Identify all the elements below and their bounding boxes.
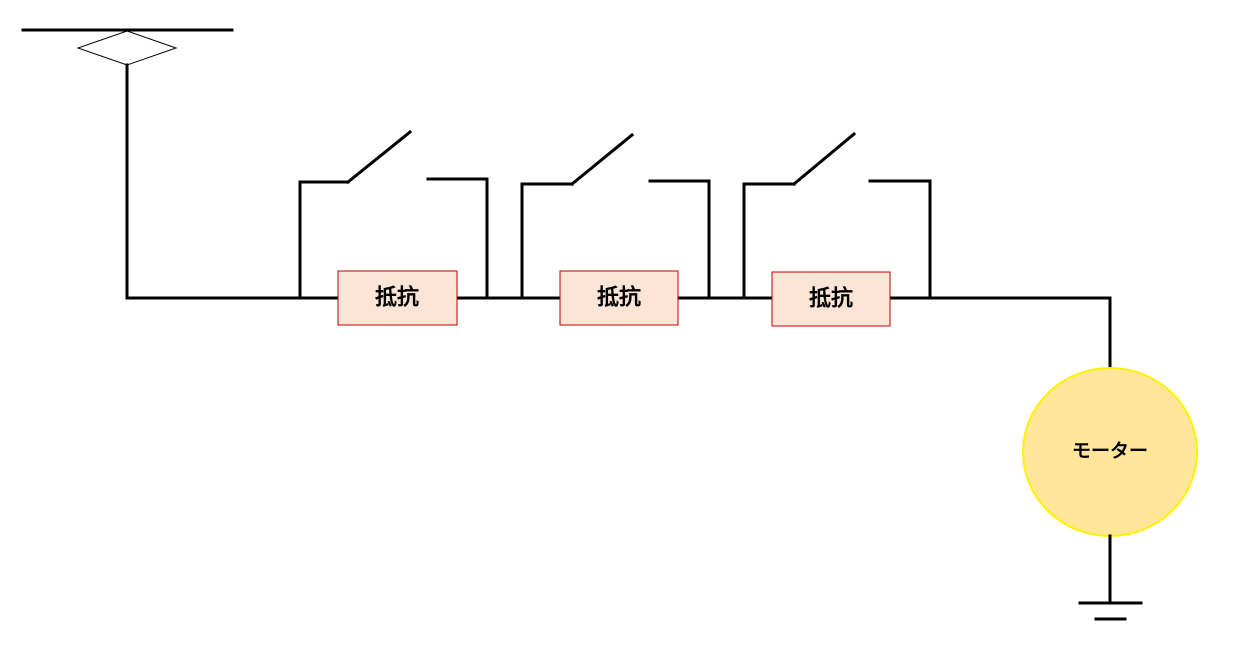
switch-2-blade (569, 132, 635, 187)
switch-1-blade (345, 129, 413, 185)
switch-3-blade (791, 131, 857, 187)
bypass-switch-3 (742, 131, 932, 300)
switch-2-left-lead (520, 182, 574, 300)
switch-3-left-lead (742, 182, 796, 300)
resistor-1-label: 抵抗 (375, 285, 419, 311)
bypass-switch-1 (298, 129, 489, 300)
bypass-switch-2 (520, 132, 711, 300)
pantograph-icon (76, 30, 178, 66)
resistor-2-box (559, 270, 679, 326)
ground-symbol (1078, 534, 1143, 621)
main-wiring (125, 296, 1112, 371)
resistor-1-box (337, 270, 458, 326)
resistor-3-box (771, 271, 891, 327)
resistor-3: 抵抗 (771, 271, 891, 327)
switch-1-left-lead (298, 180, 350, 300)
switch-2-right-lead (648, 179, 711, 300)
resistor-2-label: 抵抗 (597, 285, 641, 311)
motor-label: モーター (1072, 440, 1148, 462)
power-source (21, 28, 234, 300)
resistor-3-label: 抵抗 (809, 286, 853, 312)
resistor-1: 抵抗 (337, 270, 458, 326)
motor: モーター (1022, 367, 1198, 537)
resistor-2: 抵抗 (559, 270, 679, 326)
switch-1-right-lead (426, 177, 489, 300)
switch-3-right-lead (868, 179, 932, 300)
